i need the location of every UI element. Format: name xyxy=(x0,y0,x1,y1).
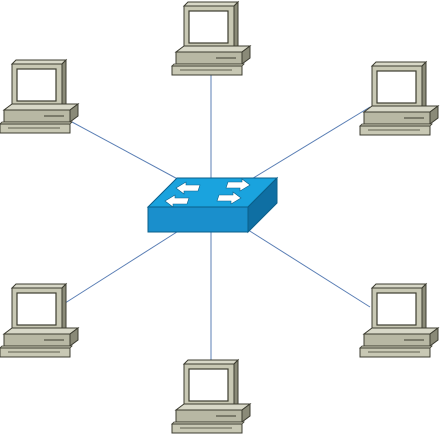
computer-top xyxy=(171,1,251,76)
computer-lower-right xyxy=(359,283,439,358)
desktop-computer-icon xyxy=(0,59,79,134)
computer-bottom xyxy=(171,359,251,434)
desktop-computer-icon xyxy=(171,359,251,434)
links xyxy=(61,70,371,362)
desktop-computer-icon xyxy=(171,1,251,76)
link-lower-left xyxy=(61,229,181,306)
link-upper-right xyxy=(244,106,371,184)
desktop-computer-icon xyxy=(0,283,79,358)
desktop-computer-icon xyxy=(359,283,439,358)
desktop-computer-icon xyxy=(359,61,439,136)
computer-upper-left xyxy=(0,59,79,134)
network-switch-icon xyxy=(146,176,279,234)
computer-upper-right xyxy=(359,61,439,136)
link-upper-left xyxy=(71,121,186,184)
computer-lower-left xyxy=(0,283,79,358)
link-lower-right xyxy=(244,227,371,308)
